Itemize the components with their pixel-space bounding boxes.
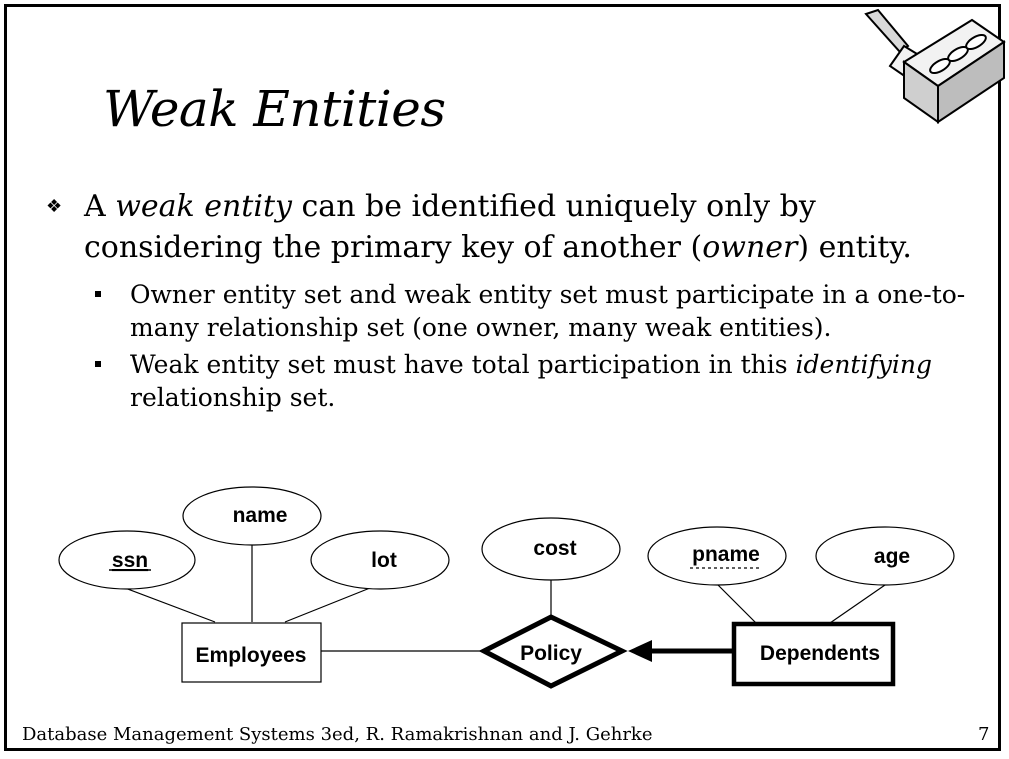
trowel-brick-icon bbox=[864, 8, 1006, 124]
entity-dependents-label: Dependents bbox=[760, 642, 880, 665]
main-bullet-text: A weak entity can be identified uniquely… bbox=[84, 189, 912, 265]
relationship-policy: Policy bbox=[478, 614, 628, 689]
square-bullet-icon bbox=[95, 361, 101, 367]
line-pname-dependents bbox=[717, 584, 757, 624]
attr-name-label: name bbox=[233, 504, 288, 527]
attr-age-label: age bbox=[874, 545, 910, 568]
footer-credits: Database Management Systems 3ed, R. Rama… bbox=[22, 724, 653, 745]
slide-title: Weak Entities bbox=[103, 80, 446, 138]
entity-dependents: Dependents bbox=[731, 621, 896, 687]
line-age-dependents bbox=[829, 584, 886, 624]
identifying-arrow bbox=[628, 640, 733, 662]
line-ssn-employees bbox=[124, 587, 216, 623]
sub-bullet-1-text: Owner entity set and weak entity set mus… bbox=[130, 280, 966, 342]
line-lot-employees bbox=[284, 587, 371, 623]
attr-ssn-label: ssn bbox=[112, 549, 148, 572]
attr-name: name bbox=[182, 486, 322, 546]
square-bullet-icon bbox=[95, 291, 101, 297]
entity-employees-label: Employees bbox=[196, 644, 307, 667]
connector-lines bbox=[124, 545, 886, 652]
entity-employees: Employees bbox=[181, 622, 322, 683]
relationship-policy-label: Policy bbox=[520, 642, 582, 665]
attr-pname-label: pname bbox=[692, 543, 760, 566]
attr-age: age bbox=[815, 526, 955, 586]
attr-lot: lot bbox=[310, 530, 450, 590]
attr-pname: pname bbox=[647, 526, 787, 586]
attr-lot-label: lot bbox=[371, 549, 397, 572]
attr-cost: cost bbox=[481, 517, 621, 581]
attr-cost-label: cost bbox=[533, 537, 576, 560]
attr-ssn: ssn bbox=[58, 530, 196, 590]
diamond-bullet-icon: ❖ bbox=[46, 196, 63, 217]
sub-bullet-2-text: Weak entity set must have total particip… bbox=[130, 350, 932, 412]
page-number: 7 bbox=[978, 724, 990, 745]
